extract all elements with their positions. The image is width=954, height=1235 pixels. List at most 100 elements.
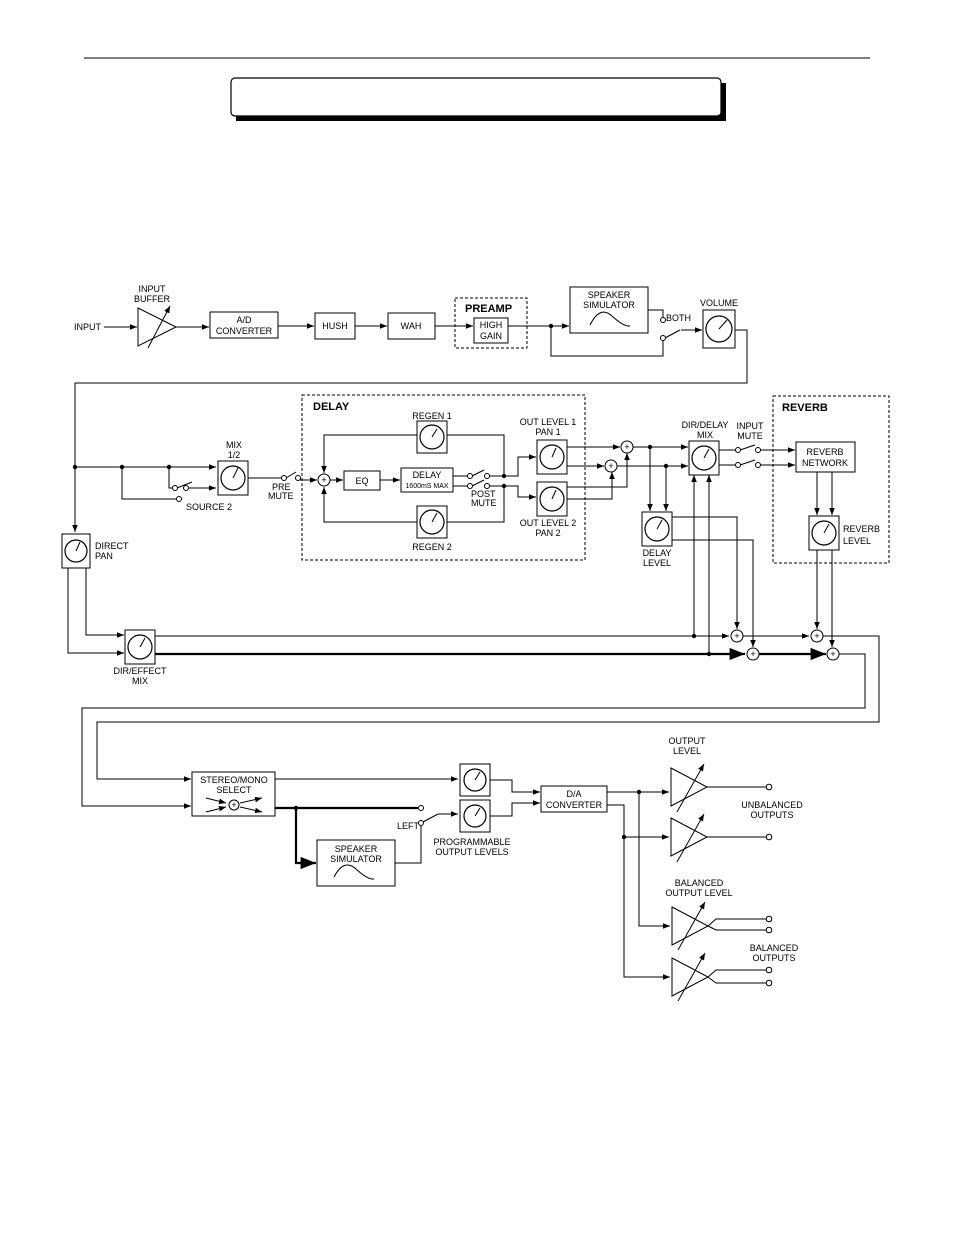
delay-block: DELAY 1600mS MAX bbox=[400, 467, 454, 493]
svg-text:BUFFER: BUFFER bbox=[134, 294, 171, 304]
reverb-level-knob: REVERB LEVEL bbox=[808, 515, 880, 551]
hush-block: HUSH bbox=[314, 312, 356, 340]
svg-text:EQ: EQ bbox=[355, 476, 368, 486]
svg-text:DELAY: DELAY bbox=[643, 548, 672, 558]
svg-text:MIX: MIX bbox=[226, 440, 242, 450]
programmable-output-knob-1 bbox=[459, 763, 491, 797]
input-label: INPUT bbox=[74, 322, 102, 332]
svg-text:STEREO/MONO: STEREO/MONO bbox=[200, 775, 268, 785]
svg-text:REGEN 1: REGEN 1 bbox=[412, 411, 452, 421]
mix-knob: MIX 1/2 bbox=[217, 440, 249, 496]
input-buffer: INPUT BUFFER bbox=[134, 284, 178, 349]
input-mute-label: INPUT bbox=[737, 421, 765, 431]
left-label: LEFT bbox=[397, 821, 420, 831]
svg-text:D/A: D/A bbox=[566, 789, 581, 799]
eq-block: EQ bbox=[343, 470, 381, 491]
svg-text:+: + bbox=[624, 442, 629, 452]
svg-text:LEVEL: LEVEL bbox=[643, 558, 671, 568]
balanced-output-level-label: BALANCED bbox=[675, 878, 724, 888]
svg-text:A/D: A/D bbox=[236, 315, 252, 325]
svg-text:+: + bbox=[321, 475, 326, 485]
balanced-amp-2 bbox=[671, 952, 710, 1002]
svg-text:PAN: PAN bbox=[95, 551, 113, 561]
svg-text:MUTE: MUTE bbox=[268, 491, 294, 501]
svg-text:GAIN: GAIN bbox=[480, 331, 502, 341]
svg-text:HUSH: HUSH bbox=[322, 321, 348, 331]
svg-text:LEVEL: LEVEL bbox=[673, 746, 701, 756]
svg-text:DELAY: DELAY bbox=[413, 470, 442, 480]
balanced-output-2b-jack bbox=[765, 979, 773, 987]
svg-text:+: + bbox=[608, 461, 613, 471]
delay-level-knob: DELAY LEVEL bbox=[641, 511, 673, 568]
dir-delay-mix-knob: DIR/DELAY MIX bbox=[682, 420, 729, 476]
balanced-output-1a-jack bbox=[765, 915, 773, 923]
svg-text:1/2: 1/2 bbox=[228, 450, 241, 460]
source2-label: SOURCE 2 bbox=[186, 502, 232, 512]
regen1-knob: REGEN 1 bbox=[412, 411, 452, 454]
unbalanced-output-2-jack bbox=[765, 833, 773, 841]
svg-text:DELAY: DELAY bbox=[313, 401, 350, 413]
out-level2-knob: OUT LEVEL 2 PAN 2 bbox=[520, 481, 577, 538]
svg-text:PAN 1: PAN 1 bbox=[535, 427, 560, 437]
svg-text:PREAMP: PREAMP bbox=[465, 303, 512, 315]
svg-text:LEVEL: LEVEL bbox=[843, 536, 871, 546]
volume-knob: VOLUME bbox=[700, 298, 738, 349]
balanced-outputs-label: BALANCED bbox=[750, 943, 799, 953]
title-bar bbox=[230, 77, 726, 121]
svg-text:+: + bbox=[750, 649, 755, 659]
dir-effect-mix-knob: DIR/EFFECT MIX bbox=[114, 629, 168, 686]
balanced-amp-1 bbox=[671, 901, 710, 951]
stereo-mono-select-block: STEREO/MONO SELECT + bbox=[191, 771, 276, 817]
svg-text:CONVERTER: CONVERTER bbox=[216, 326, 273, 336]
svg-text:OUT LEVEL 1: OUT LEVEL 1 bbox=[520, 417, 577, 427]
unbalanced-label: UNBALANCED bbox=[741, 800, 803, 810]
svg-text:MIX: MIX bbox=[697, 430, 713, 440]
svg-text:SELECT: SELECT bbox=[216, 785, 252, 795]
svg-text:OUTPUT LEVELS: OUTPUT LEVELS bbox=[435, 847, 508, 857]
svg-text:DIR/DELAY: DIR/DELAY bbox=[682, 420, 729, 430]
svg-text:MIX: MIX bbox=[132, 676, 148, 686]
pre-mute-label: PRE bbox=[272, 482, 291, 492]
speaker-simulator-top: SPEAKER SIMULATOR bbox=[569, 286, 649, 334]
out-level1-knob: OUT LEVEL 1 PAN 1 bbox=[520, 417, 577, 475]
ad-converter-block: A/D CONVERTER bbox=[209, 311, 279, 339]
svg-text:PAN 2: PAN 2 bbox=[535, 528, 560, 538]
da-converter-block: D/A CONVERTER bbox=[540, 785, 608, 813]
svg-text:VOLUME: VOLUME bbox=[700, 298, 738, 308]
svg-text:CONVERTER: CONVERTER bbox=[546, 800, 603, 810]
svg-text:SIMULATOR: SIMULATOR bbox=[583, 300, 635, 310]
output-amp-2 bbox=[670, 813, 709, 863]
direct-pan-knob: DIRECT PAN bbox=[61, 533, 129, 569]
programmable-output-knob-2 bbox=[459, 799, 491, 833]
svg-text:HIGH: HIGH bbox=[480, 320, 503, 330]
regen2-knob: REGEN 2 bbox=[412, 505, 452, 552]
svg-text:DIRECT: DIRECT bbox=[95, 541, 129, 551]
both-label: BOTH bbox=[666, 313, 691, 323]
balanced-output-1b-jack bbox=[765, 926, 773, 934]
speaker-simulator-bottom: SPEAKER SIMULATOR bbox=[316, 839, 396, 887]
unbalanced-output-1-jack bbox=[765, 783, 773, 791]
output-amp-1 bbox=[670, 763, 709, 813]
wah-block: WAH bbox=[387, 312, 436, 340]
reverb-section: REVERB REVERB NETWORK bbox=[772, 395, 890, 564]
svg-text:OUT LEVEL 2: OUT LEVEL 2 bbox=[520, 518, 577, 528]
svg-text:INPUT: INPUT bbox=[139, 284, 167, 294]
svg-text:+: + bbox=[231, 800, 236, 810]
svg-text:OUTPUTS: OUTPUTS bbox=[752, 953, 795, 963]
svg-text:SIMULATOR: SIMULATOR bbox=[330, 854, 382, 864]
programmable-label: PROGRAMMABLE bbox=[433, 837, 510, 847]
balanced-output-2a-jack bbox=[765, 966, 773, 974]
svg-text:+: + bbox=[814, 631, 819, 641]
svg-text:REVERB: REVERB bbox=[782, 402, 828, 414]
svg-text:NETWORK: NETWORK bbox=[802, 458, 848, 468]
svg-text:OUTPUT LEVEL: OUTPUT LEVEL bbox=[665, 888, 732, 898]
svg-text:OUTPUTS: OUTPUTS bbox=[750, 810, 793, 820]
svg-text:DIR/EFFECT: DIR/EFFECT bbox=[114, 666, 168, 676]
svg-text:+: + bbox=[734, 631, 739, 641]
svg-text:REVERB: REVERB bbox=[806, 447, 843, 457]
svg-text:MUTE: MUTE bbox=[737, 431, 763, 441]
svg-text:SPEAKER: SPEAKER bbox=[335, 844, 378, 854]
svg-text:MUTE: MUTE bbox=[471, 498, 497, 508]
svg-text:REVERB: REVERB bbox=[843, 524, 880, 534]
